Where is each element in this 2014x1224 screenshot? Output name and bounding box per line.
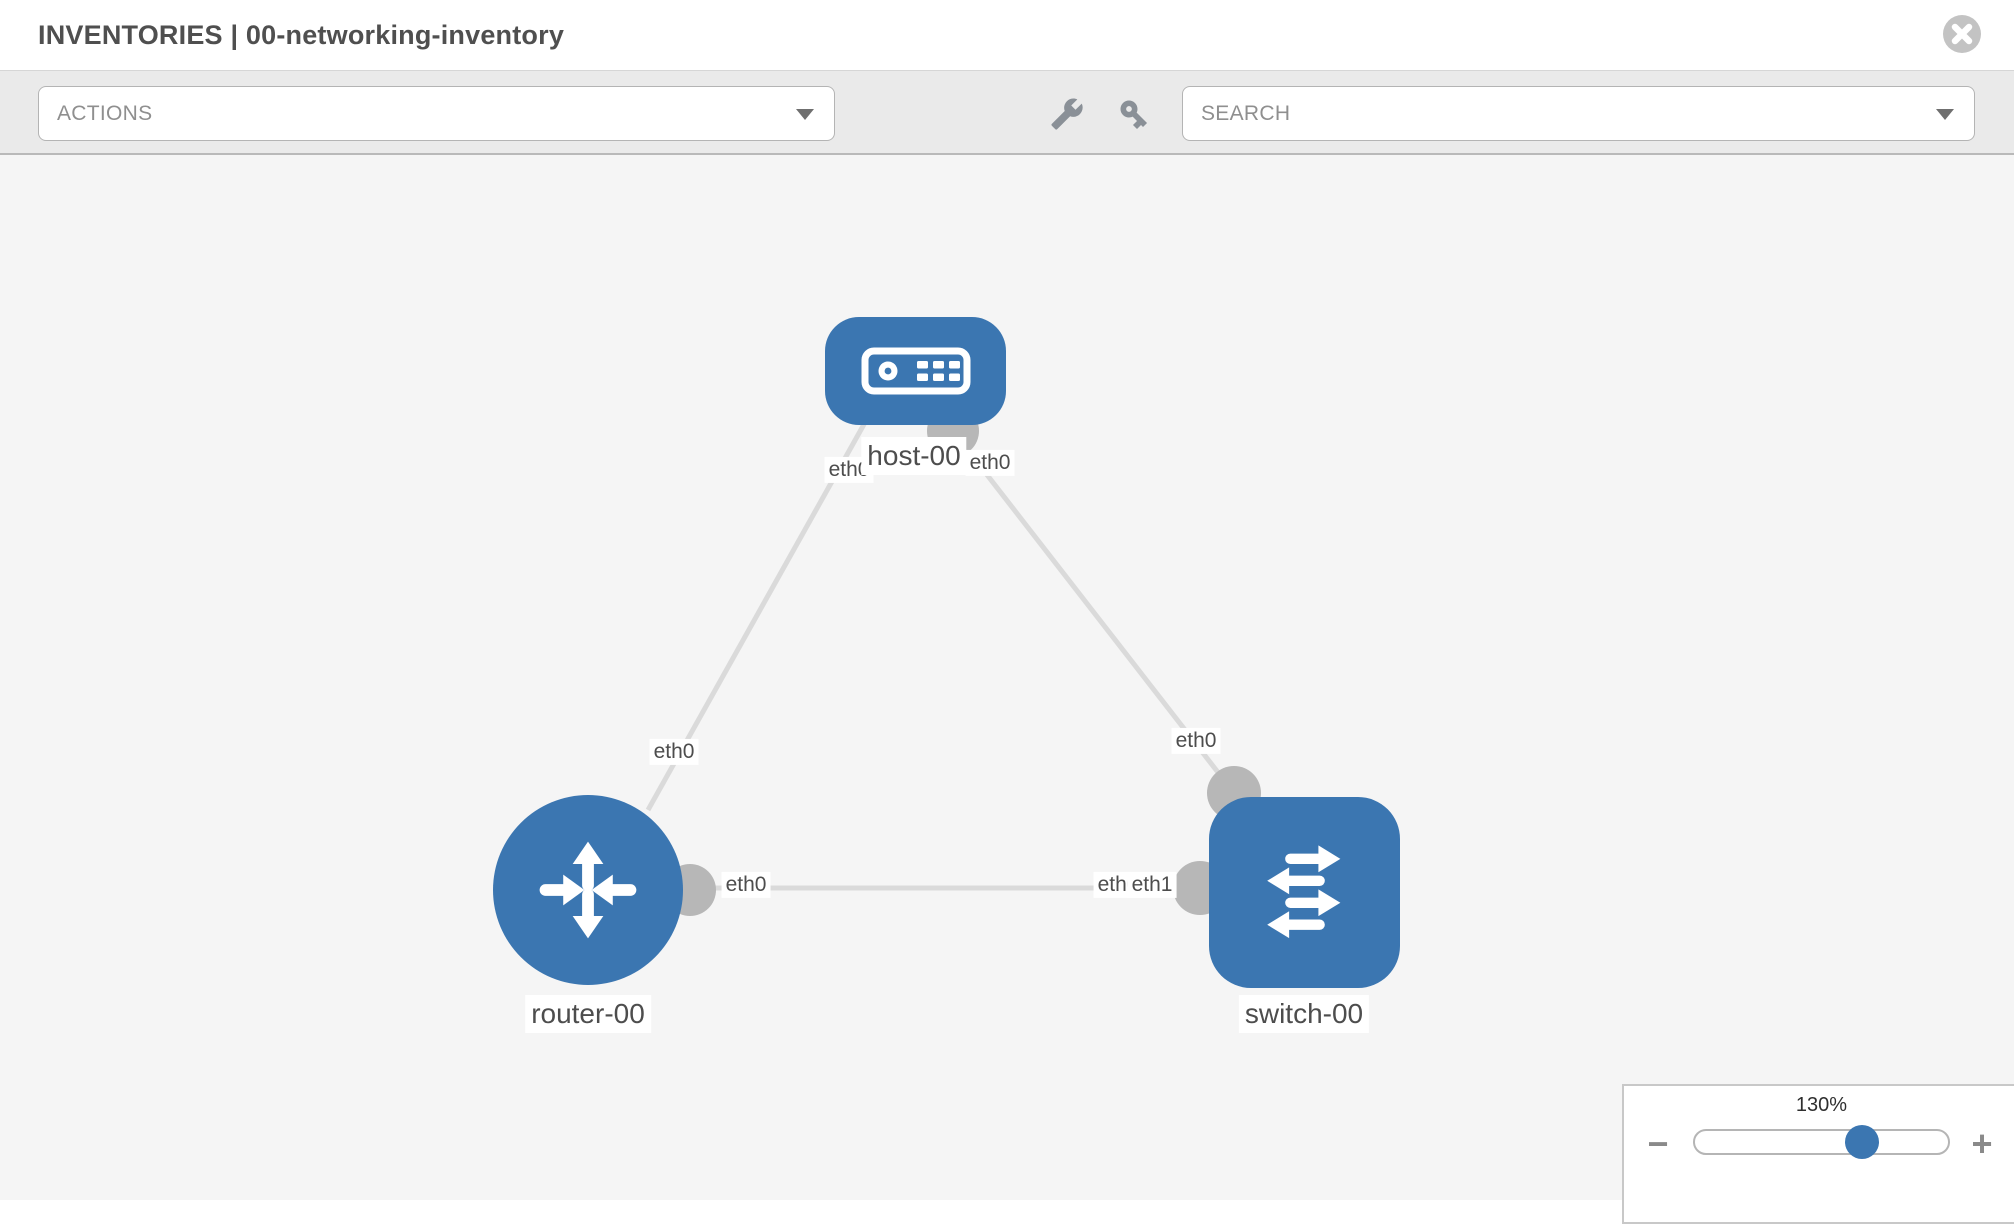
zoom-in-button[interactable]: +	[1971, 1123, 1993, 1164]
node-label-router-00: router-00	[525, 995, 651, 1033]
actions-dropdown[interactable]: ACTIONS	[38, 86, 835, 141]
topology-edges-layer	[645, 405, 1261, 916]
zoom-slider[interactable]	[1693, 1129, 1950, 1155]
chevron-down-icon	[1936, 109, 1954, 120]
switch-icon	[1266, 844, 1340, 938]
search-dropdown-label: SEARCH	[1201, 102, 1291, 125]
toolbar: ACTIONS SEARCH	[0, 71, 2014, 155]
node-label-host-00: host-00	[861, 437, 967, 475]
search-dropdown[interactable]: SEARCH	[1182, 86, 1975, 141]
interface-label: eth0	[721, 871, 771, 899]
wrench-icon	[1051, 98, 1083, 130]
node-switch-00[interactable]	[1209, 797, 1400, 988]
topology-canvas[interactable]: host-00 router-00 switch-00 eth0 eth0 et…	[0, 155, 2014, 1200]
chevron-down-icon	[796, 109, 814, 120]
router-icon	[539, 841, 637, 939]
node-router-00[interactable]	[493, 795, 683, 985]
key-icon	[1120, 100, 1148, 130]
wrench-button[interactable]	[1050, 97, 1084, 131]
header-bar: INVENTORIES | 00-networking-inventory	[0, 0, 2014, 71]
zoom-out-button[interactable]: −	[1647, 1123, 1669, 1164]
zoom-level-label: 130%	[1795, 1094, 1848, 1116]
close-button[interactable]	[1943, 15, 1981, 53]
page-title: INVENTORIES | 00-networking-inventory	[38, 20, 565, 50]
interface-label: eth0	[649, 738, 699, 766]
interface-label: eth0	[965, 449, 1015, 477]
zoom-slider-thumb[interactable]	[1845, 1125, 1879, 1159]
interface-label: eth1	[1127, 871, 1177, 899]
key-button[interactable]	[1117, 97, 1151, 131]
node-host-00[interactable]	[825, 317, 1006, 425]
node-label-switch-00: switch-00	[1238, 995, 1370, 1033]
actions-dropdown-label: ACTIONS	[57, 102, 153, 125]
interface-label: eth0	[1171, 727, 1221, 755]
host-icon	[861, 347, 970, 395]
zoom-panel: 130% − +	[1622, 1084, 2014, 1224]
